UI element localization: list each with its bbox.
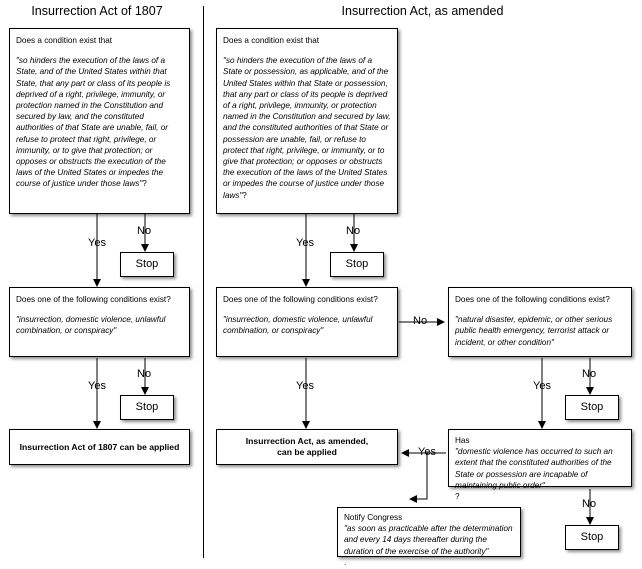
left-question-condition-box: Does a condition exist that "so hinders … (9, 28, 190, 214)
notify-quote: "as soon as practicable after the determ… (344, 524, 513, 556)
left-q1-lead: Does a condition exist that (16, 36, 113, 45)
right-stop-2: Stop (565, 395, 619, 420)
left-result-box: Insurrection Act of 1807 can be applied (9, 429, 190, 465)
left-q2-quote: "insurrection, domestic violence, unlawf… (16, 315, 166, 336)
right-question-emergency-box: Does one of the following conditions exi… (448, 287, 632, 357)
left-q2-yes-label: Yes (88, 380, 106, 392)
right-q4-tail: ? (455, 492, 460, 502)
right-q1-lead: Does a condition exist that (223, 36, 320, 45)
left-question-conditions-box: Does one of the following conditions exi… (9, 287, 190, 357)
left-title: Insurrection Act of 1807 (31, 4, 163, 18)
left-q1-yes-label: Yes (88, 237, 106, 249)
notify-congress-box: Notify Congress "as soon as practicable … (337, 507, 521, 567)
left-stop-1: Stop (120, 252, 174, 277)
notify-lead: Notify Congress (344, 513, 403, 522)
right-q4-yes-label: Yes (418, 446, 436, 458)
right-q2-quote: "insurrection, domestic violence, unlawf… (223, 315, 373, 336)
right-title: Insurrection Act, as amended (341, 4, 504, 18)
notify-tail: . (344, 557, 347, 567)
left-stop-2: Stop (120, 395, 174, 420)
right-q2-yes-label: Yes (296, 380, 314, 392)
left-q2-lead: Does one of the following conditions exi… (16, 295, 171, 304)
right-q4-quote: "domestic violence has occurred to such … (455, 447, 613, 490)
right-q2-lead: Does one of the following conditions exi… (223, 295, 378, 304)
right-q1-no-label: No (346, 225, 361, 237)
right-stop-3: Stop (565, 525, 619, 550)
column-divider (203, 6, 204, 558)
right-q4-no-label: No (582, 498, 597, 510)
right-q1-yes-label: Yes (296, 237, 314, 249)
right-q3-yes-label: Yes (533, 380, 551, 392)
right-result-line1: Insurrection Act, as amended, (245, 436, 369, 446)
left-q1-quote: "so hinders the execution of the laws of… (16, 56, 171, 189)
right-question-condition-box: Does a condition exist that "so hinders … (216, 28, 398, 214)
arrow-q4-notify (409, 453, 428, 503)
right-q2-no-label: No (413, 315, 428, 327)
right-result-line2: can be applied (277, 447, 337, 457)
right-q3-quote: "natural disaster, epidemic, or other se… (455, 315, 613, 347)
right-question-conditions-box: Does one of the following conditions exi… (216, 287, 398, 357)
left-q2-no-label: No (137, 368, 152, 380)
right-result-box: Insurrection Act, as amended, can be app… (216, 429, 398, 465)
right-stop-1: Stop (330, 252, 384, 277)
right-q1-quote: "so hinders the execution of the laws of… (223, 56, 391, 200)
right-q3-lead: Does one of the following conditions exi… (455, 295, 610, 304)
right-q3-no-label: No (582, 368, 597, 380)
left-q1-no-label: No (137, 225, 152, 237)
right-question-domestic-violence-box: Has "domestic violence has occurred to s… (448, 429, 632, 501)
right-q4-lead: Has (455, 436, 470, 445)
